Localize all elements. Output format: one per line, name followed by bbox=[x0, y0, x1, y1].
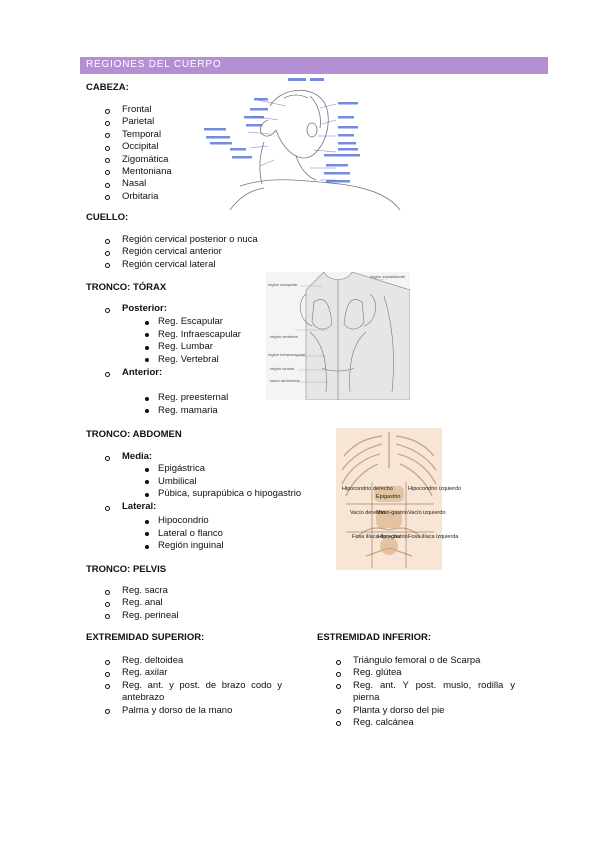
back-label: sacro abdominal bbox=[270, 378, 300, 383]
torax-anterior-group: Anterior: bbox=[104, 367, 163, 379]
abdomen-regions-image: Hipocondrio derecho Epigastrio Hipocondr… bbox=[336, 428, 461, 570]
list-item: Reg. calcánea bbox=[336, 717, 515, 729]
cabeza-title: CABEZA: bbox=[86, 82, 129, 93]
abdomen-media-label: Media: bbox=[104, 451, 153, 462]
back-label: región vertebral bbox=[270, 334, 298, 339]
section-header-title: REGIONES DEL CUERPO bbox=[86, 59, 222, 70]
torax-title: TRONCO: TÓRAX bbox=[86, 282, 167, 293]
list-item: Reg. anal bbox=[105, 597, 179, 609]
abdomen-label: Fosa ilíaca izquierda bbox=[408, 534, 459, 540]
list-item: Reg. glútea bbox=[336, 667, 515, 679]
list-item: Púbica, suprapúbica o hipogastrio bbox=[144, 488, 302, 500]
list-item: Orbitaria bbox=[105, 191, 172, 203]
abdomen-lateral-list: Hipocondrio Lateral o flanco Región ingu… bbox=[145, 515, 224, 553]
back-label: región lumbar bbox=[270, 366, 295, 371]
list-item: Reg. Lumbar bbox=[145, 341, 241, 354]
list-item: Reg. ant. Y post. muslo, rodilla y piern… bbox=[336, 679, 515, 704]
torax-anterior-list: Reg. preesternal Reg. mamaria bbox=[144, 392, 229, 418]
head-sketch bbox=[204, 78, 401, 211]
list-item: Reg. ant. y post. de brazo codo y antebr… bbox=[105, 679, 282, 704]
list-item: Epigástrica bbox=[144, 463, 301, 476]
section-header: REGIONES DEL CUERPO bbox=[80, 57, 548, 74]
ext-inf-list: Triángulo femoral o de Scarpa Reg. glúte… bbox=[336, 655, 515, 729]
list-item: Reg. Escapular bbox=[145, 316, 241, 329]
ext-inf-title: ESTREMIDAD INFERIOR: bbox=[317, 632, 431, 643]
abdomen-label: Hipocondrio derecho bbox=[342, 486, 393, 492]
list-item: Temporal bbox=[105, 129, 172, 141]
abdomen-label: Hipo-gastrio bbox=[378, 534, 408, 540]
list-item: Triángulo femoral o de Scarpa bbox=[336, 655, 515, 667]
back-sketch bbox=[266, 271, 411, 401]
list-item: Reg. mamaria bbox=[144, 405, 228, 418]
ext-sup-title: EXTREMIDAD SUPERIOR: bbox=[86, 632, 205, 643]
abdomen-label: Meso-gastrio bbox=[376, 510, 408, 516]
list-item: Lateral o flanco bbox=[145, 527, 223, 539]
torax-posterior-group: Posterior: bbox=[105, 303, 167, 315]
cabeza-list: Frontal Parietal Temporal Occipital Zigo… bbox=[105, 104, 172, 203]
list-item: Reg. preesternal bbox=[144, 392, 229, 403]
list-item: Zigomática bbox=[105, 154, 172, 166]
abdomen-label: Vacío izquierdo bbox=[408, 510, 446, 516]
abdomen-label: Vacío derecho bbox=[350, 510, 386, 516]
torax-anterior-label: Anterior: bbox=[104, 367, 163, 378]
torax-posterior-list: Reg. Escapular Reg. Infraescapular Reg. … bbox=[145, 316, 241, 367]
list-item: Reg. Vertebral bbox=[145, 354, 241, 367]
list-item: Umbilical bbox=[144, 476, 301, 489]
abdomen-label: Hipocondrio izquierdo bbox=[408, 486, 462, 492]
list-item: Reg. deltoidea bbox=[105, 655, 282, 667]
abdomen-lateral-group: Lateral: bbox=[104, 501, 157, 513]
head-regions-image bbox=[200, 76, 408, 212]
back-label: región suprailatante bbox=[370, 274, 406, 279]
cuello-list: Región cervical posterior o nuca Región … bbox=[105, 234, 258, 271]
cuello-title: CUELLO: bbox=[86, 212, 129, 223]
abdomen-lateral-label: Lateral: bbox=[104, 501, 157, 512]
abdomen-media-group: Media: bbox=[104, 451, 153, 463]
list-item: Hipocondrio bbox=[145, 515, 224, 528]
list-item: Región cervical posterior o nuca bbox=[105, 234, 258, 245]
list-item: Reg. Infraescapular bbox=[145, 328, 241, 340]
abdomen-media-list: Epigástrica Umbilical Púbica, suprapúbic… bbox=[144, 463, 302, 501]
back-label: región infraescapular bbox=[268, 352, 306, 357]
list-item: Occipital bbox=[105, 141, 172, 153]
list-item: Frontal bbox=[105, 104, 172, 116]
abdomen-title: TRONCO: ABDOMEN bbox=[86, 429, 182, 440]
list-item: Reg. sacra bbox=[105, 585, 179, 597]
back-regions-image: región suprailatante región escapular re… bbox=[266, 271, 411, 401]
list-item: Región cervical lateral bbox=[105, 259, 258, 271]
back-label: región escapular bbox=[268, 282, 298, 287]
torax-posterior-label: Posterior: bbox=[105, 303, 167, 314]
ext-sup-list: Reg. deltoidea Reg. axilar Reg. ant. y p… bbox=[105, 655, 282, 717]
list-item: Planta y dorso del pie bbox=[336, 705, 515, 717]
list-item: Región cervical anterior bbox=[105, 246, 258, 258]
pelvis-title: TRONCO: PELVIS bbox=[86, 564, 167, 575]
abdomen-label: Epigastrio bbox=[376, 494, 401, 500]
abdomen-sketch bbox=[336, 428, 442, 570]
abdomen-label: Fosa ilíaca derecha bbox=[352, 534, 400, 540]
list-item: Reg. perineal bbox=[105, 609, 179, 621]
list-item: Nasal bbox=[105, 178, 172, 190]
list-item: Palma y dorso de la mano bbox=[105, 705, 282, 717]
list-item: Mentoniana bbox=[105, 165, 172, 177]
pelvis-list: Reg. sacra Reg. anal Reg. perineal bbox=[105, 585, 179, 622]
list-item: Parietal bbox=[105, 116, 172, 128]
list-item: Reg. axilar bbox=[105, 667, 282, 679]
list-item: Región inguinal bbox=[145, 540, 224, 552]
